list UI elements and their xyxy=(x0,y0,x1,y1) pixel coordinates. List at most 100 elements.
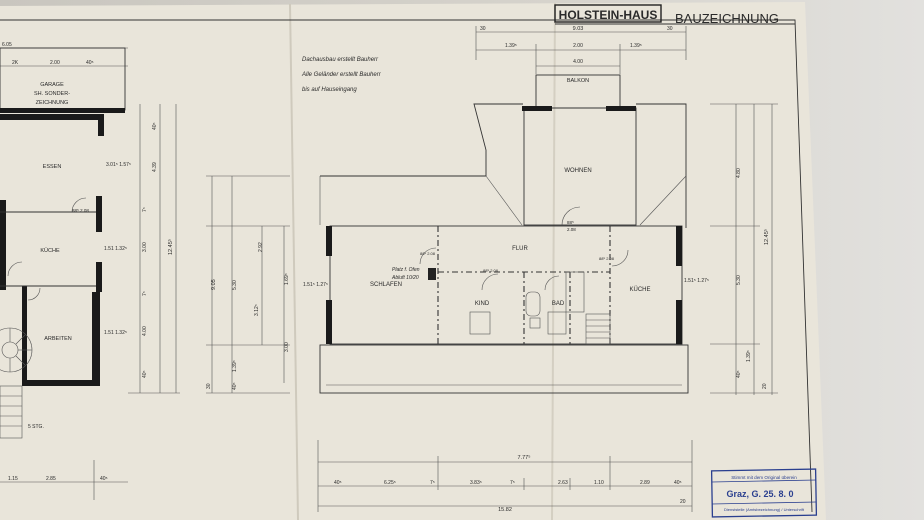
room-label-essen: ESSEN xyxy=(43,164,62,170)
dim-gf-bottom-part: 40⁵ xyxy=(100,476,108,482)
washbasin xyxy=(529,317,541,329)
bathtub xyxy=(525,291,541,317)
window-dim-right: 1.51⁵ 1.27⁵ xyxy=(684,278,709,284)
dim-bottom-part: 2.63 xyxy=(558,480,568,486)
dim-top-part: 30 xyxy=(480,26,486,32)
right-dimension-chain: 12.45⁵ 4.80 5.30 1.39⁵ 40⁵ 20 xyxy=(710,103,778,395)
room-label-balkon: BALKON xyxy=(567,78,589,84)
fold-line xyxy=(289,3,299,520)
dim-top-part: 1.39⁵ xyxy=(630,43,642,49)
dim-gf-top: 6.05 xyxy=(2,42,12,48)
dim-left-part: 30 xyxy=(206,383,212,389)
paper-sheet xyxy=(0,2,826,520)
dim-left-part: 1.69⁵ xyxy=(284,273,290,285)
dim-left-part: 3.12⁵ xyxy=(254,304,260,316)
stamp-line-3: Dienststelle (Amtsbezeichnung) / Untersc… xyxy=(724,507,805,512)
room-label-schlafen: SCHLAFEN xyxy=(370,282,402,288)
dim-bottom-sub: 7.77⁵ xyxy=(518,454,531,461)
room-label-bad: BAD xyxy=(552,301,565,307)
dim-gf-bottom-part: 1.15 xyxy=(8,476,18,482)
dim-gf-right-part: 4.00 xyxy=(142,326,148,336)
dim-balkon: 4.00 xyxy=(573,59,583,65)
roof-outline xyxy=(320,103,523,177)
upper-floor-plan: BALKON WOHNEN 88⁵ 2.08 FLUR SCHLAFEN KIN… xyxy=(303,74,709,394)
spiral-staircase xyxy=(0,327,33,373)
dim-bottom-part: 40⁵ xyxy=(674,480,682,486)
note-line-2: Alle Geländer erstellt Bauherr xyxy=(301,72,382,78)
dim-top-total: 9.03 xyxy=(573,26,584,32)
fold-line xyxy=(551,2,556,520)
dim-bottom-total: 15.82 xyxy=(498,507,512,513)
dim-gf-top-part: 2K xyxy=(12,60,19,66)
dim-bottom-part: 2.89 xyxy=(640,480,650,486)
brand-logo-text: HOLSTEIN-HAUS xyxy=(559,8,658,22)
note-abluft: Abluft 10/20 xyxy=(391,275,419,281)
dim-right-total: 12.45⁵ xyxy=(763,229,770,245)
dim-left-part: 40⁵ xyxy=(232,382,238,390)
dim-left-part: 2.92 xyxy=(258,242,264,252)
dim-gf-right-part: 4.39 xyxy=(152,162,158,172)
dim-gf-bottom-part: 2.85 xyxy=(46,476,56,482)
chimney xyxy=(428,268,436,280)
dim-right-part: 1.39⁵ xyxy=(746,350,752,362)
staircase xyxy=(565,271,611,345)
stamp-line-1: Stimmt mit dem Original überein xyxy=(731,475,797,480)
door-dim: 88⁵ 2.08 xyxy=(599,256,615,261)
dim-gf-right-total: 12.45⁵ xyxy=(167,239,174,255)
note-line-1: Dachausbau erstellt Bauherr xyxy=(302,57,379,63)
sheet-title: BAUZEICHNUNG xyxy=(675,11,779,26)
note-line-3: bis auf Hauseingang xyxy=(302,87,357,93)
door-dim: 88⁵ xyxy=(567,220,574,225)
dim-left-part: 1.39⁵ xyxy=(232,360,238,372)
shower xyxy=(547,311,567,335)
dim-gf-top-part: 40⁵ xyxy=(86,60,94,66)
dim-top-part: 2.00 xyxy=(573,43,583,49)
brand-box xyxy=(554,4,662,23)
dim-top-part: 1.39⁵ xyxy=(505,43,517,49)
dim-gf-right-part: 40⁵ xyxy=(142,370,148,378)
room-label-garage: GARAGE xyxy=(40,82,64,88)
dim-essen-window: 3.01⁵ 1.57⁵ xyxy=(106,162,131,168)
dim-right-part: 40⁵ xyxy=(736,370,742,378)
top-dimension-chain: 9.03 30 1.39⁵ 2.00 1.39⁵ 30 4.00 xyxy=(475,26,687,74)
dim-bottom-part: 6.25⁵ xyxy=(384,480,396,486)
dim-gf-right-part: 3.00 xyxy=(142,242,148,252)
sheet-border xyxy=(0,19,813,513)
door-dim: 88⁵ 2.08 xyxy=(420,251,436,256)
dim-right-part: 20 xyxy=(762,383,768,389)
entry-steps xyxy=(0,385,23,439)
dim-gf-top-part: 2.00 xyxy=(50,60,60,66)
door-dim-gf: 88⁵ 2.08 xyxy=(72,208,89,213)
room-label-flur: FLUR xyxy=(512,246,528,252)
dim-kueche-window: 1.51 1.32⁵ xyxy=(104,246,127,252)
room-label-kueche-eg: KÜCHE xyxy=(40,247,60,254)
stairs-label: 5 STG. xyxy=(28,424,44,430)
dim-bottom-part: 3.83⁵ xyxy=(470,480,482,486)
window-dim-left: 1.51⁵ 1.27⁵ xyxy=(303,282,328,288)
kind-table xyxy=(469,311,491,335)
door-dim: 2.08 xyxy=(567,227,576,232)
left-dimension-chain: 9.05 5.30 1.39⁵ 40⁵ 30 3.12⁵ 3.00 1.69⁵ … xyxy=(206,175,290,394)
dim-right-part: 5.30 xyxy=(736,275,742,285)
room-label-kind: KIND xyxy=(475,301,490,307)
stamp-line-2: Graz, G. 25. 8. 0 xyxy=(726,489,793,499)
dim-right-part: 4.80 xyxy=(736,168,742,178)
roof-outline xyxy=(636,103,687,228)
dim-gf-right-part: 7⁵ xyxy=(142,207,148,212)
certification-stamp: Stimmt mit dem Original überein Graz, G.… xyxy=(710,468,818,518)
room-wohnen xyxy=(523,107,637,226)
door-dim: 88⁵ 2.08 xyxy=(483,268,499,273)
dim-bottom-part: 1.10 xyxy=(594,480,604,486)
dim-bottom-part: 40⁵ xyxy=(334,480,342,486)
dim-left-part: 3.00 xyxy=(284,342,290,352)
ground-floor-plan: 6.05 2K 2.00 40⁵ GARAGE SH. SONDER- ZEIC… xyxy=(0,42,180,500)
dim-bottom-part: 20 xyxy=(680,499,686,505)
garage-note-2: ZEICHNUNG xyxy=(36,100,69,106)
eave-band xyxy=(319,344,689,394)
dim-left-part: 5.30 xyxy=(232,280,238,290)
room-label-kueche-og: KÜCHE xyxy=(629,286,650,293)
dim-top-part: 30 xyxy=(667,26,673,32)
dim-left-total: 9.05 xyxy=(211,279,217,290)
note-platz: Platz f. Ofen xyxy=(392,267,420,273)
